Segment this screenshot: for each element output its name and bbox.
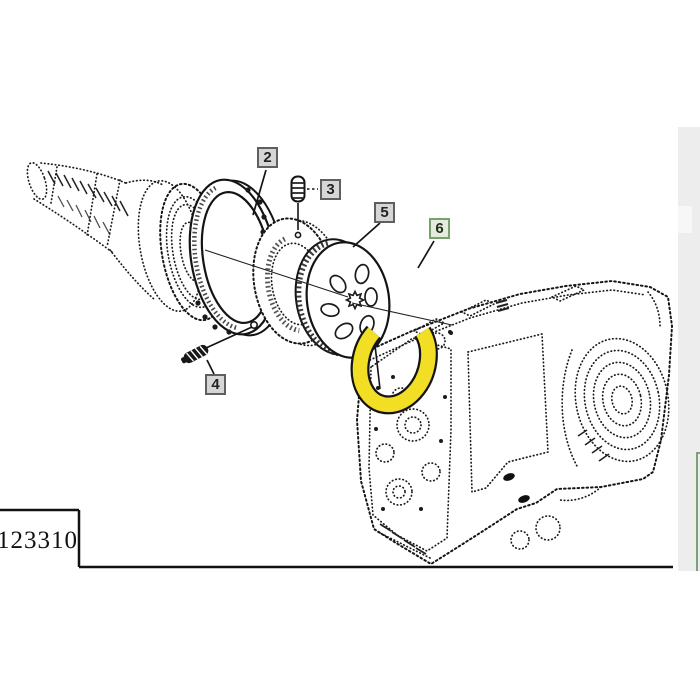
page-edge-notch: [678, 206, 692, 233]
plug-part-3: [290, 175, 318, 230]
bell-housing: [574, 337, 670, 463]
green-page-corner: [696, 452, 700, 571]
callout-3[interactable]: 3: [320, 179, 341, 200]
center-line: [204, 249, 453, 326]
leader-lines: [252, 169, 435, 269]
transmission-housing-icon: [355, 279, 674, 566]
callout-5[interactable]: 5: [374, 202, 395, 223]
thrust-washer-part-6-highlighted[interactable]: [349, 316, 438, 415]
splined-hub-hole: [344, 289, 366, 311]
part-number-box: [0, 508, 673, 569]
clutch-disc-part-5: [294, 238, 391, 359]
part-number: 123310: [0, 527, 78, 554]
callout-6-selected[interactable]: 6: [429, 218, 450, 239]
callout-2[interactable]: 2: [257, 147, 278, 168]
callout-4[interactable]: 4: [205, 374, 226, 395]
spring-pin-part-4: [181, 326, 253, 375]
page-edge-strip: [678, 127, 700, 571]
axle-shaft-icon: [26, 161, 164, 301]
